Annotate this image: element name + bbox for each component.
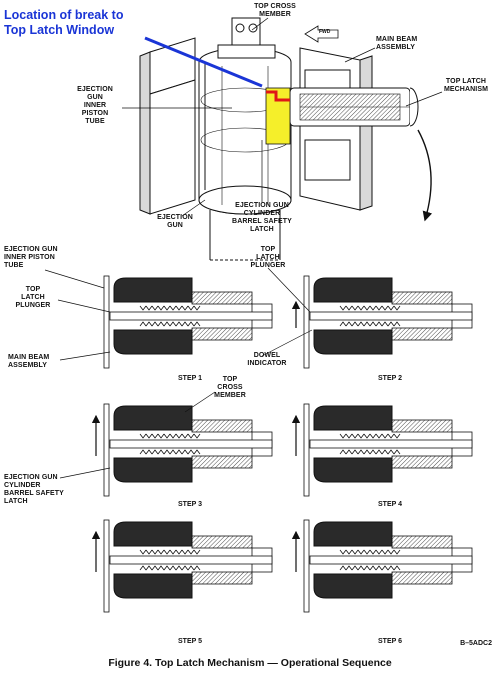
label-step-6: STEP 6: [378, 638, 402, 645]
break-location-mark: [266, 90, 290, 102]
safety-latch-highlight: [265, 87, 291, 145]
label-top-cross-member-step3: TOP CROSS MEMBER: [214, 376, 246, 399]
label-step-top-latch-plunger: TOP LATCH PLUNGER: [15, 286, 51, 309]
step-diagram-5: [91, 519, 273, 613]
label-top-latch-mechanism: TOP LATCH MECHANISM: [443, 78, 489, 93]
highlight-pointer: [144, 36, 263, 88]
label-step-4: STEP 4: [378, 501, 402, 508]
step-diagram-4: [291, 403, 473, 497]
fwd-arrow-icon: [304, 25, 339, 43]
label-fwd: FWD: [319, 29, 331, 35]
figure-code: B–5ADC2: [460, 640, 492, 647]
label-main-beam-assembly: MAIN BEAM ASSEMBLY: [376, 36, 418, 51]
step-diagram-6: [291, 519, 473, 613]
label-step-cylinder-barrel-safety-latch: EJECTION GUN CYLINDER BARREL SAFETY LATC…: [4, 474, 64, 505]
label-top-latch-plunger-step2: TOP LATCH PLUNGER: [250, 246, 286, 269]
label-step-main-beam-assembly: MAIN BEAM ASSEMBLY: [8, 354, 50, 369]
break-location-note: Location of break to Top Latch Window: [4, 8, 124, 37]
label-step-2: STEP 2: [378, 375, 402, 382]
label-ejection-gun: EJECTION GUN: [157, 214, 193, 229]
step-leader-lines: [44, 267, 313, 479]
label-step-5: STEP 5: [178, 638, 202, 645]
label-step-3: STEP 3: [178, 501, 202, 508]
step-diagram-1: [103, 275, 273, 369]
step-diagrams: [91, 275, 473, 613]
label-step-inner-piston-tube: EJECTION GUN INNER PISTON TUBE: [4, 246, 58, 269]
label-cylinder-barrel-safety-latch: EJECTION GUN CYLINDER BARREL SAFETY LATC…: [232, 202, 292, 233]
step-diagram-2: [291, 275, 473, 369]
label-dowel-indicator: DOWEL INDICATOR: [247, 352, 287, 367]
step-diagram-3: [91, 403, 273, 497]
top-assembly-drawing: [139, 17, 433, 261]
figure-caption: Figure 4. Top Latch Mechanism — Operatio…: [108, 657, 392, 669]
label-step-1: STEP 1: [178, 375, 202, 382]
label-ejection-gun-inner-piston-tube: EJECTION GUN INNER PISTON TUBE: [77, 86, 113, 125]
label-top-cross-member: TOP CROSS MEMBER: [254, 3, 296, 18]
top-leader-lines: [122, 17, 443, 217]
